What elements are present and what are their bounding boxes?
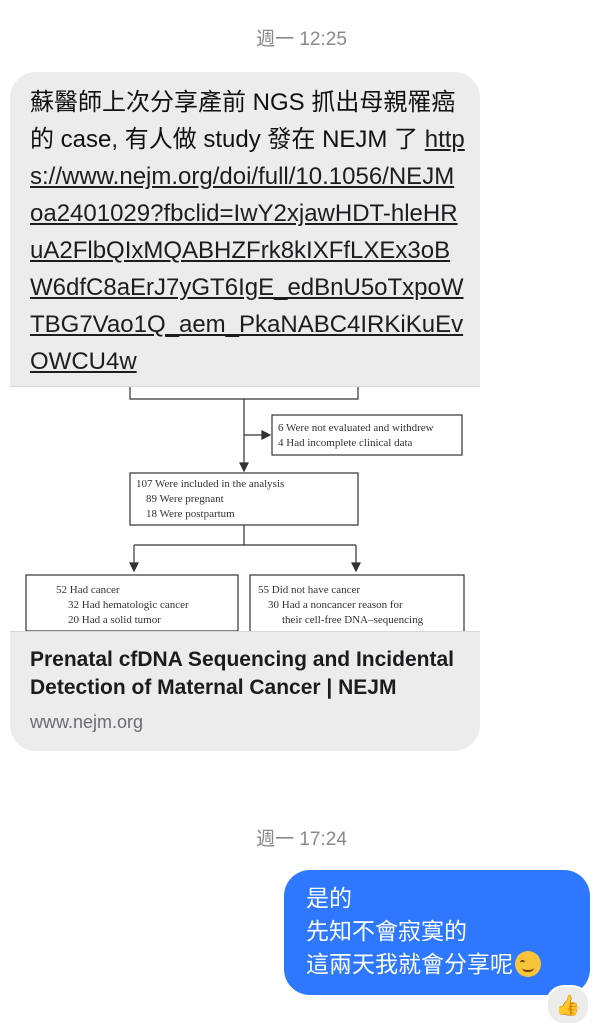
thumbs-up-reaction-icon[interactable]: 👍: [546, 985, 590, 1025]
preview-text: 4 Had incomplete clinical data: [278, 437, 413, 449]
message-line-with-emoji: 這兩天我就會分享呢: [306, 948, 572, 981]
link-preview-image[interactable]: 6 Were not evaluated and withdrew 4 Had …: [10, 386, 480, 632]
timestamp: 週一 12:25: [256, 29, 347, 50]
message-line: 這兩天我就會分享呢: [306, 951, 513, 977]
preview-text: 20 Had a solid tumor: [68, 614, 161, 626]
message-link[interactable]: https://www.nejm.org/doi/full/10.1056/NE…: [30, 126, 465, 375]
link-preview-title: Prenatal cfDNA Sequencing and Incidental…: [30, 648, 454, 699]
message-text: 蘇醫師上次分享產前 NGS 抓出母親罹癌的 case, 有人做 study 發在…: [10, 72, 480, 386]
preview-text: 18 Were postpartum: [146, 508, 235, 520]
message-body: 蘇醫師上次分享產前 NGS 抓出母親罹癌的 case, 有人做 study 發在…: [30, 89, 456, 153]
preview-text: 107 Were included in the analysis: [136, 478, 284, 490]
preview-text: 6 Were not evaluated and withdrew: [278, 422, 434, 434]
smiling-face-icon: [515, 951, 541, 977]
preview-text: 89 Were pregnant: [146, 493, 224, 505]
message-line: 是的: [306, 885, 352, 911]
preview-text: 30 Had a noncancer reason for: [268, 599, 403, 611]
incoming-message-bubble[interactable]: 蘇醫師上次分享產前 NGS 抓出母親罹癌的 case, 有人做 study 發在…: [10, 72, 480, 751]
link-preview-card[interactable]: Prenatal cfDNA Sequencing and Incidental…: [10, 632, 480, 751]
timestamp: 週一 17:24: [256, 829, 347, 850]
outgoing-message-bubble[interactable]: 是的 先知不會寂寞的 這兩天我就會分享呢: [284, 870, 590, 995]
message-line: 先知不會寂寞的: [306, 918, 467, 944]
link-preview-domain: www.nejm.org: [30, 712, 144, 732]
preview-text: 55 Did not have cancer: [258, 584, 360, 596]
preview-text: 32 Had hematologic cancer: [68, 599, 189, 611]
preview-text: 52 Had cancer: [56, 584, 120, 596]
preview-text: their cell-free DNA–sequencing: [282, 614, 424, 626]
